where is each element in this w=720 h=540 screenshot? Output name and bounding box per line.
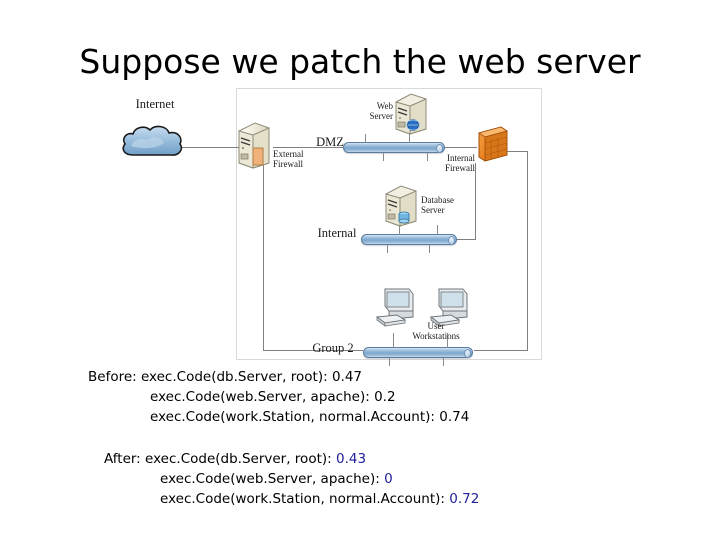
wire-external-firewall-down — [263, 151, 264, 350]
dmz-tap-left — [365, 134, 366, 143]
wire-right-trunk-to-group2 — [474, 350, 528, 351]
web-server-icon — [393, 93, 429, 135]
after-line-3: exec.Code(work.Station, normal.Account):… — [104, 489, 479, 509]
before-value-1: 0.47 — [331, 369, 362, 385]
dmz-bus — [343, 142, 445, 153]
external-firewall-icon — [235, 121, 273, 169]
user-workstation-icon-2 — [429, 285, 473, 331]
wire-internal-firewall-down — [475, 163, 476, 239]
internal-tap-db — [399, 224, 400, 235]
dmz-tap-web — [409, 132, 410, 143]
database-server-label: Database Server — [421, 195, 479, 215]
external-firewall-label: External Firewall — [273, 149, 329, 169]
after-line-2: exec.Code(web.Server, apache): 0 — [104, 469, 479, 489]
after-expr-3: exec.Code(work.Station, normal.Account): — [160, 491, 445, 507]
user-workstations-label-line2: Workstations — [412, 331, 460, 341]
web-server-label-line1: Web — [376, 101, 393, 111]
wire-internal-bus-right — [456, 239, 476, 240]
before-results-block: Before: exec.Code(db.Server, root): 0.47… — [88, 367, 469, 427]
before-value-2: 0.2 — [374, 389, 396, 405]
web-server-label: Web Server — [353, 101, 394, 121]
after-results-block: After: exec.Code(db.Server, root): 0.43 … — [104, 449, 479, 509]
before-expr-1: exec.Code(db.Server, root): — [140, 369, 328, 385]
external-firewall-label-line2: Firewall — [273, 159, 303, 169]
internal-firewall-label-line1: Internal — [447, 153, 475, 163]
group2-bus — [363, 347, 473, 358]
internal-firewall-label: Internal Firewall — [423, 153, 475, 173]
dmz-tap-b2 — [427, 153, 428, 161]
before-line-3: exec.Code(work.Station, normal.Account):… — [88, 407, 469, 427]
internal-firewall-label-line2: Firewall — [445, 163, 475, 173]
internal-tap-b1 — [387, 245, 388, 253]
internal-label: Internal — [317, 226, 357, 240]
after-expr-2: exec.Code(web.Server, apache): — [160, 471, 380, 487]
internal-tap-b2 — [429, 245, 430, 253]
user-workstation-icon-1 — [375, 285, 419, 331]
wire-right-trunk-vertical — [527, 151, 528, 350]
database-server-label-line1: Database — [421, 195, 454, 205]
wire-group2-left-run — [263, 350, 363, 351]
user-workstations-label: User Workstations — [405, 321, 467, 341]
database-server-icon — [383, 185, 419, 227]
after-label: After: — [104, 451, 141, 467]
wire-dmz-to-internal-firewall — [445, 147, 477, 148]
database-server-label-line2: Server — [421, 205, 445, 215]
group2-label: Group 2 — [312, 341, 354, 355]
internal-tap-r — [437, 225, 438, 234]
group2-tap-ws2 — [447, 333, 448, 348]
internal-bus — [361, 234, 457, 245]
dmz-tap-b1 — [383, 153, 384, 161]
before-line-2: exec.Code(web.Server, apache): 0.2 — [88, 387, 469, 407]
after-value-1: 0.43 — [335, 451, 367, 467]
dmz-label: DMZ — [316, 135, 344, 149]
web-server-label-line2: Server — [369, 111, 394, 121]
wire-internal-firewall-right — [491, 151, 527, 152]
group2-tap-ws1 — [393, 333, 394, 348]
wire-external-firewall-to-dmz — [273, 147, 343, 148]
group2-tap-b2 — [443, 358, 444, 366]
user-workstations-label-line1: User — [427, 321, 445, 331]
database-cylinder — [398, 211, 410, 224]
network-topology-diagram: Internet External — [122, 88, 542, 366]
group2-tap-b1 — [389, 358, 390, 366]
after-expr-1: exec.Code(db.Server, root): — [145, 451, 332, 467]
external-firewall-label-line1: External — [273, 149, 304, 159]
before-line-1: Before: exec.Code(db.Server, root): 0.47 — [88, 367, 469, 387]
internal-firewall-icon — [477, 125, 509, 163]
internet-label: Internet — [135, 97, 175, 111]
after-line-1: After: exec.Code(db.Server, root): 0.43 — [104, 449, 479, 469]
before-expr-3: exec.Code(work.Station, normal.Account): — [150, 409, 435, 425]
after-value-3: 0.72 — [449, 491, 480, 507]
before-label: Before: — [88, 369, 137, 385]
before-expr-2: exec.Code(web.Server, apache): — [150, 389, 370, 405]
internet-cloud-icon — [119, 123, 185, 163]
wire-internet-to-external-firewall — [179, 147, 241, 148]
before-value-3: 0.74 — [439, 409, 470, 425]
page-title: Suppose we patch the web server — [79, 42, 641, 81]
after-value-2: 0 — [384, 471, 393, 487]
